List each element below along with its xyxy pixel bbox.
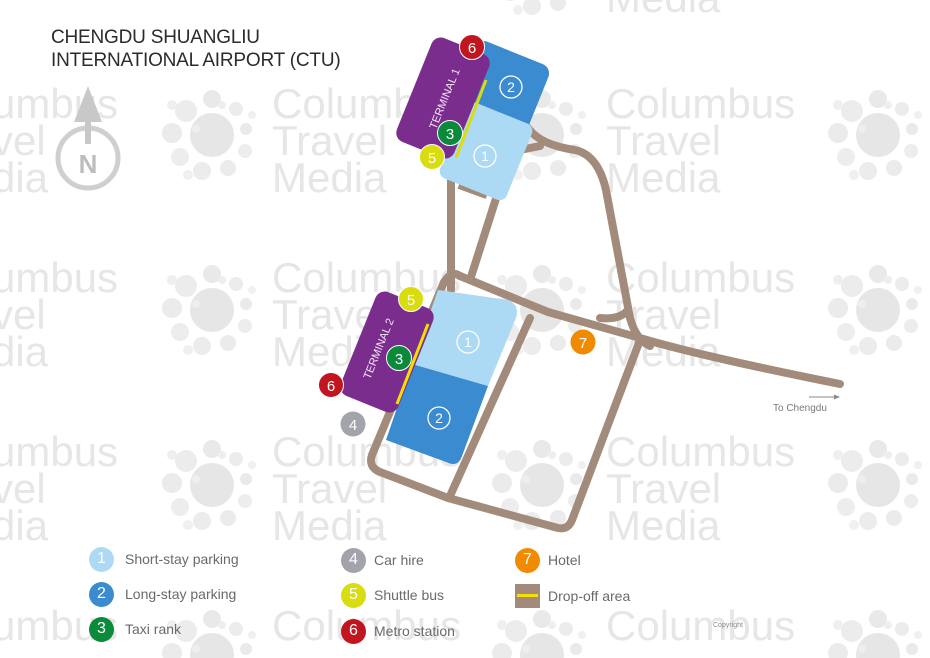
legend-item-long-stay: 2 Long-stay parking — [89, 581, 236, 607]
car-hire-icon: 4 — [341, 547, 366, 573]
legend-item-short-stay: 1 Short-stay parking — [89, 546, 239, 572]
t2-long-stay-marker: 2 — [435, 410, 443, 426]
t1-long-stay-marker: 2 — [507, 79, 515, 95]
terminal-2-building — [340, 291, 434, 413]
legend-item-hotel: 7 Hotel — [515, 547, 581, 573]
svg-text:Media: Media — [606, 0, 721, 21]
svg-text:Columbus: Columbus — [272, 602, 461, 649]
svg-text:Travel: Travel — [606, 465, 721, 512]
page-title: CHENGDU SHUANGLIU INTERNATIONAL AIRPORT … — [51, 26, 341, 72]
legend-item-metro: 6 Metro station — [341, 618, 455, 644]
svg-text:Media: Media — [272, 154, 387, 201]
t2-short-stay-marker: 1 — [464, 334, 472, 350]
svg-text:N: N — [79, 149, 98, 179]
legend-item-taxi: 3 Taxi rank — [89, 616, 181, 642]
svg-text:Travel: Travel — [606, 117, 721, 164]
shuttle-icon: 5 — [341, 582, 366, 608]
svg-text:Media: Media — [272, 502, 387, 549]
svg-text:Columbus: Columbus — [272, 254, 461, 301]
t1-short-stay-marker: 1 — [481, 148, 489, 164]
hotel-icon: 7 — [515, 547, 540, 573]
svg-text:vel: vel — [0, 117, 46, 164]
svg-text:Columbus: Columbus — [606, 602, 795, 649]
svg-text:dia: dia — [0, 328, 49, 375]
terminal2-parking — [386, 290, 517, 464]
svg-text:dia: dia — [0, 502, 49, 549]
direction-arrow-icon — [809, 394, 840, 400]
svg-text:umbus: umbus — [0, 254, 118, 301]
north-arrow-icon: N — [55, 86, 121, 191]
svg-text:Travel: Travel — [272, 117, 387, 164]
copyright-label: Copyright — [713, 622, 743, 629]
legend-item-car-hire: 4 Car hire — [341, 547, 424, 573]
svg-text:Travel: Travel — [272, 465, 387, 512]
title-line-1: CHENGDU SHUANGLIU — [51, 27, 260, 48]
t2-long-stay-lot — [386, 364, 488, 464]
to-chengdu-label: To Chengdu — [773, 403, 827, 414]
t2-short-stay-lot — [412, 290, 517, 386]
svg-text:Columbus: Columbus — [606, 428, 795, 475]
taxi-icon: 3 — [89, 616, 114, 642]
t2-shuttle-marker: 5 — [407, 292, 415, 309]
t1-drop-off-area — [454, 79, 488, 159]
t1-shuttle-marker: 5 — [428, 150, 436, 167]
legend-item-drop-off: Drop-off area — [515, 583, 630, 609]
svg-text:umbus: umbus — [0, 428, 118, 475]
svg-text:vel: vel — [0, 291, 46, 338]
legend-item-shuttle: 5 Shuttle bus — [341, 582, 444, 608]
t1-metro-marker: 6 — [468, 40, 476, 57]
t2-drop-off-area — [395, 323, 430, 405]
terminal-1-building — [396, 37, 490, 159]
t1-taxi-marker: 3 — [446, 126, 454, 143]
long-stay-icon: 2 — [89, 581, 114, 607]
drop-off-icon — [515, 584, 540, 608]
roads — [367, 124, 844, 533]
t2-car-hire-marker: 4 — [349, 417, 357, 434]
t2-taxi-marker: 3 — [395, 351, 403, 368]
svg-text:vel: vel — [0, 465, 46, 512]
t2-metro-marker: 6 — [327, 378, 335, 395]
svg-text:Media: Media — [606, 154, 721, 201]
hotel-marker: 7 — [579, 335, 587, 352]
title-line-2: INTERNATIONAL AIRPORT (CTU) — [51, 50, 341, 71]
svg-text:Columbus: Columbus — [606, 254, 795, 301]
short-stay-icon: 1 — [89, 546, 114, 572]
svg-text:dia: dia — [0, 154, 49, 201]
metro-icon: 6 — [341, 618, 366, 644]
svg-text:Media: Media — [606, 502, 721, 549]
svg-text:Columbus: Columbus — [606, 80, 795, 127]
